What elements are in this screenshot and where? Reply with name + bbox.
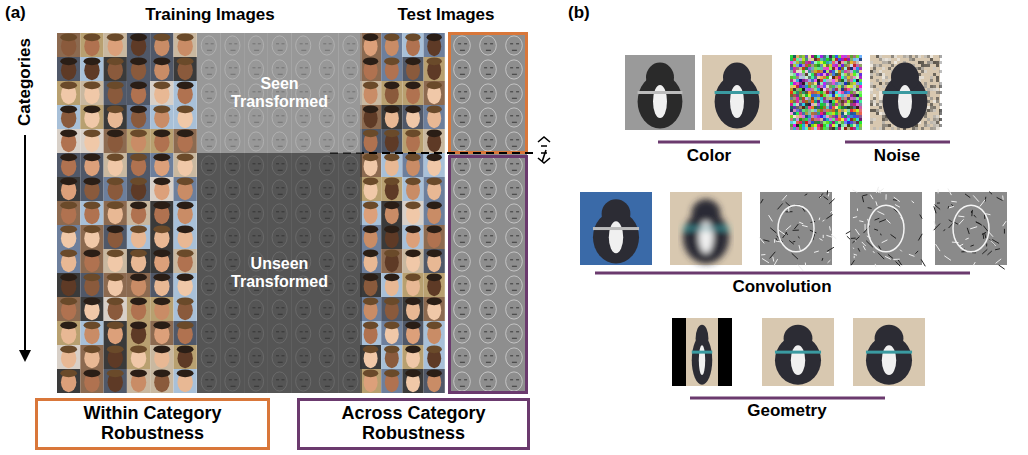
axis-label: Categories [16, 38, 35, 126]
panel-title: (a) [5, 4, 26, 23]
panel-title: (b) [568, 4, 590, 23]
panel-title: Training Images [145, 6, 274, 25]
dog-image [702, 55, 772, 130]
dog-image [790, 55, 862, 130]
face-grids [25, 33, 550, 393]
seen-region: Seen Transformed [197, 33, 362, 153]
within-test-frame [450, 34, 527, 153]
panel-title: Test Images [397, 6, 494, 25]
node-text: Within Category Robustness [68, 404, 238, 444]
dog-image [870, 55, 942, 130]
equality-symbols [538, 137, 550, 163]
unseen-region: Unseen Transformed [197, 153, 362, 393]
group-underline [658, 141, 760, 144]
across-robustness-box: Across Category Robustness [297, 398, 530, 450]
node-text: Across Category Robustness [329, 404, 499, 444]
node-text: Seen Transformed [220, 75, 340, 110]
group-underline [595, 272, 970, 275]
dog-image [625, 55, 695, 130]
within-robustness-box: Within Category Robustness [35, 398, 270, 450]
group-label: Color [687, 147, 731, 166]
dog-image [686, 318, 718, 386]
dog-image [934, 189, 1007, 270]
group-label: Geometry [747, 402, 826, 421]
dog-image [670, 192, 742, 265]
dog-image [759, 190, 836, 270]
group-underline [845, 141, 950, 144]
group-underline [690, 397, 885, 400]
across-test-frame [450, 157, 527, 393]
group-label: Noise [874, 147, 920, 166]
dog-image [762, 318, 834, 386]
dog-image [846, 187, 926, 267]
group-label: Convolution [732, 278, 831, 297]
dog-image [580, 192, 652, 265]
pad-border [672, 318, 732, 386]
dog-image [853, 318, 925, 386]
category-arrow [24, 135, 26, 356]
node-text: Unseen Transformed [220, 255, 340, 290]
